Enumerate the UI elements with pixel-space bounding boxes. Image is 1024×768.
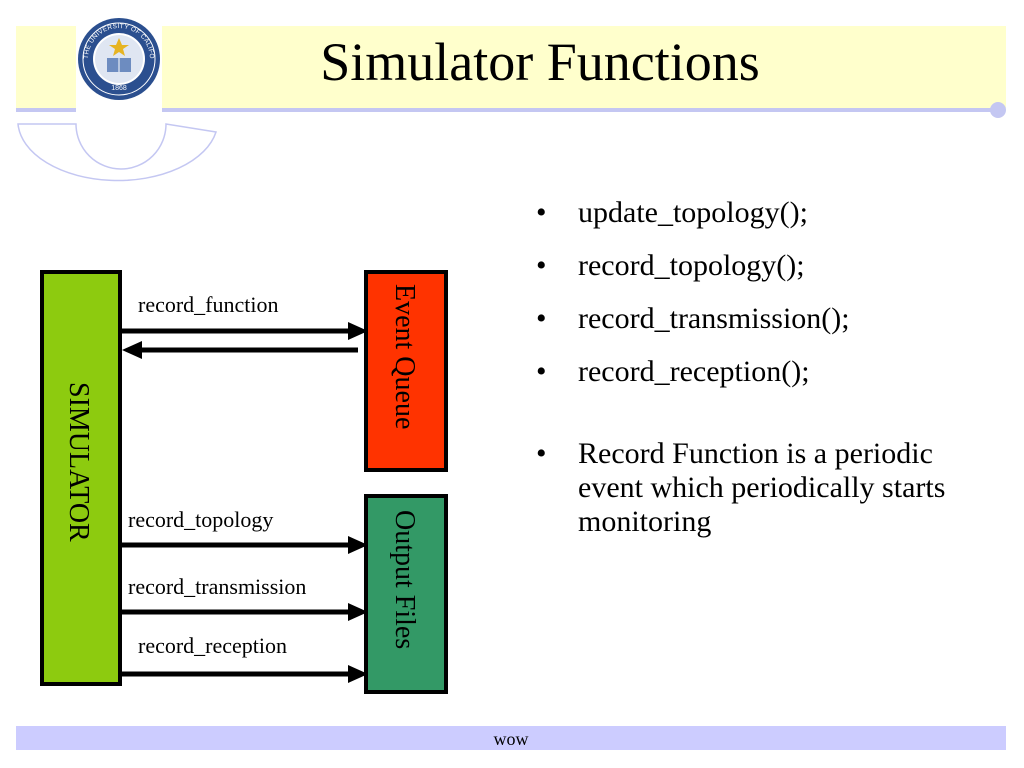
arrowhead-record-function: [348, 322, 368, 340]
event-queue-box: Event Queue: [364, 270, 448, 472]
bullet-item: •update_topology();: [536, 196, 808, 229]
footer-text: wow: [493, 729, 529, 749]
bullet-item: •record_topology();: [536, 249, 805, 282]
simulator-label: SIMULATOR: [63, 382, 94, 542]
arrow-label-record-topology: record_topology: [128, 507, 274, 532]
arrow-label-record-reception: record_reception: [138, 633, 288, 658]
bullet-item: •record_transmission();: [536, 302, 850, 335]
decorative-arc: [17, 123, 217, 182]
footer-band: [16, 726, 1006, 750]
bullet-dot-icon: •: [536, 196, 547, 229]
bullet-dot-icon: •: [536, 437, 547, 470]
bullet-dot-icon: •: [536, 302, 547, 335]
title-band: [16, 26, 1006, 108]
bullet-item: •record_reception();: [536, 355, 810, 388]
simulator-box: SIMULATOR: [40, 270, 122, 686]
arrowhead-record-topology: [348, 536, 368, 554]
slide-title: Simulator Functions: [320, 32, 760, 92]
bullet-dot-icon: •: [536, 249, 547, 282]
bullet-list: •update_topology(); •record_topology(); …: [536, 196, 976, 558]
output-files-box: Output Files: [364, 494, 448, 694]
event-queue-label: Event Queue: [389, 284, 420, 430]
seal-year: 1868: [111, 85, 127, 92]
arrow-label-record-transmission: record_transmission: [128, 574, 307, 599]
title-rule: [16, 108, 996, 112]
arrowhead-record-reception: [348, 665, 368, 683]
bullet-item: •Record Function is a periodic event whi…: [536, 437, 946, 538]
arrowhead-from-event-queue: [122, 341, 142, 359]
uc-seal-icon: THE UNIVERSITY OF CALIFORNIA BERKELEY 18…: [76, 16, 160, 100]
title-rule-dot: [990, 102, 1006, 118]
output-files-label: Output Files: [389, 510, 420, 650]
arrow-label-record-function: record_function: [138, 292, 279, 317]
bullet-dot-icon: •: [536, 355, 547, 388]
arrowhead-record-transmission: [348, 603, 368, 621]
